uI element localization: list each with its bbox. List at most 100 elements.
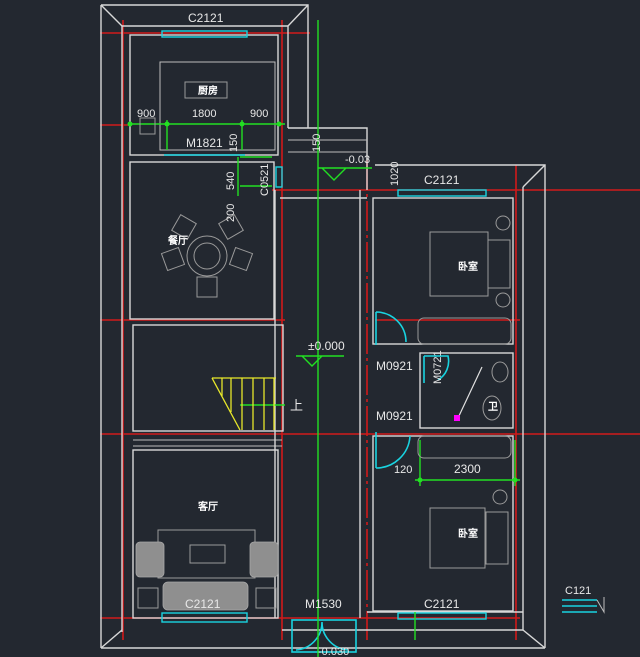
shower-line [457,366,483,419]
dim-step-150: 150 [311,134,323,152]
kitchen-sink [184,81,228,99]
stair-room-wall [132,324,284,432]
dining-chair [218,214,244,240]
door-bedroom-top [375,311,407,345]
step-outline [288,127,368,190]
windows [161,30,605,623]
doors [164,154,450,653]
dim-tick [276,121,282,127]
room-label-dining: 餐厅 [167,234,188,247]
kitchen-stove [139,117,156,135]
bedroom-top-wall [372,197,514,345]
dim-tick [127,121,133,127]
bed-bottom-headboard [485,511,509,565]
door-bedroom-bottom [375,432,411,469]
door-label-bedroom-top: M0921 [376,359,413,373]
dining-chair [228,246,254,272]
window-bedroom-bottom [397,612,487,620]
dim-bedroom-bottom-120: 120 [394,464,412,476]
dining-table [186,235,228,277]
labels: C2121 C2121 C2121 C2121 C0521 C121 M1821… [137,11,591,657]
door-entry-frame [291,619,357,653]
window-kitchen-top [161,30,248,38]
dim-dining-200: 200 [225,204,237,222]
room-label-kitchen: 厨房 [198,84,218,97]
dining-wall [129,161,275,320]
elevation-step: -0.03 [345,154,370,166]
elevation-marker-corridor [296,355,344,367]
window-label-kitchen: C2121 [188,11,224,25]
stair-break-line [211,377,241,431]
outer-wall-right [375,164,546,648]
kitchen-counter [159,61,276,151]
toilet [482,395,502,421]
living-room-wall [132,449,279,619]
corner-diag-br [522,629,546,649]
sofa-back [157,529,256,579]
dim-kitchen-left: 900 [137,108,155,120]
armchair-left [135,541,165,578]
door-bathroom [423,355,450,383]
window-label-bedroom-top: C2121 [424,173,460,187]
dim-bedroom-bottom-2300: 2300 [454,462,481,476]
living-sofa-set [135,529,279,611]
inner-boundary-top [122,25,289,128]
bed-bottom [429,507,486,569]
floor-drain-marker [454,415,460,421]
legend-window-end [596,597,605,614]
corner-diag-tl [100,4,123,27]
bed-top-headboard [487,239,511,289]
window-dining-side [275,166,283,188]
room-label-bedroom-top: 卧室 [458,260,478,273]
corner-diag-right-top [522,164,546,188]
wardrobe-top [417,317,512,345]
window-label-dining: C0521 [259,164,271,196]
stair [211,377,276,431]
furniture [135,81,512,611]
walls [100,4,546,649]
main-sofa [162,581,249,611]
elevation-entry: -0.030 [318,646,349,657]
corner-diag-bl [100,629,123,649]
stair-up-label: 上 [290,399,303,414]
dim-tick [512,477,518,483]
door-label-bedroom-bottom: M0921 [376,409,413,423]
dimensions [127,20,520,657]
window-label-living: C2121 [185,597,221,611]
nightstand-lamp [492,489,508,505]
dining-chair [196,276,218,298]
door-label-kitchen: M1821 [186,136,223,150]
coffee-table [189,544,226,564]
elevation-marker-step [318,167,372,181]
window-living-bottom [161,612,248,623]
door-label-entry: M1530 [305,597,342,611]
elevation-corridor: ±0.000 [308,339,345,353]
dim-kitchen-center: 1800 [192,108,216,120]
legend-window-label: C121 [565,585,591,597]
dim-kitchen-door-side: 150 [228,134,240,152]
room-label-bedroom-bottom: 卧室 [458,527,478,540]
side-table [137,587,159,609]
dining-table-inner [193,242,221,270]
window-label-bedroom-bottom: C2121 [424,597,460,611]
dining-table-set [160,214,254,298]
corner-diag-tr [287,4,309,27]
dim-bedroom-top-sill: 1020 [389,162,401,186]
dim-dining-540: 540 [225,172,237,190]
dining-chair [171,214,197,240]
dim-tick [417,477,423,483]
armchair-right [249,541,279,578]
window-bedroom-top [397,189,487,197]
bathroom-wall [419,352,514,429]
wardrobe-bottom [417,435,512,459]
room-label-living: 客厅 [197,500,218,513]
door-label-bathroom: M0721 [432,350,444,384]
dim-kitchen-right: 900 [250,108,268,120]
side-table [255,587,277,609]
door-entry-arcs [295,621,349,651]
axis-lines [100,20,640,640]
bathroom-sink [491,361,509,383]
nightstand-lamp [495,292,511,308]
room-label-bathroom: 卫 [488,401,498,413]
